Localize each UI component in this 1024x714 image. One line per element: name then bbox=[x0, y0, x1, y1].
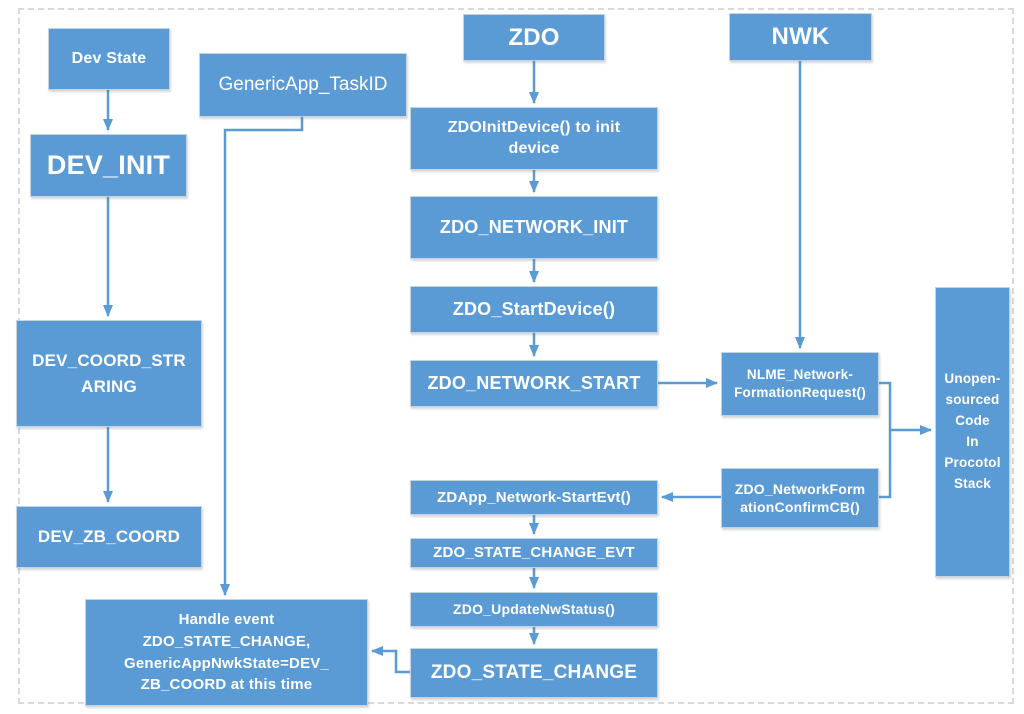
node-unopen-sourced-code: Unopen- sourced Code In Procotol Stack bbox=[935, 287, 1010, 577]
node-dev-init: DEV_INIT bbox=[30, 134, 187, 197]
node-zdo-state-change: ZDO_STATE_CHANGE bbox=[410, 648, 658, 698]
node-zdo-network-start: ZDO_NETWORK_START bbox=[410, 360, 658, 407]
arrow-generic-task-to-handle-event bbox=[220, 117, 304, 596]
arrow-state-change-to-handle-event bbox=[371, 646, 410, 674]
node-dev-state: Dev State bbox=[48, 28, 170, 90]
connector-nlme-confirm-junction bbox=[879, 381, 892, 499]
node-zdo-start-device: ZDO_StartDevice() bbox=[410, 286, 658, 333]
node-zdapp-network-start-evt: ZDApp_Network-StartEvt() bbox=[410, 480, 658, 515]
node-dev-zb-coord: DEV_ZB_COORD bbox=[16, 506, 202, 568]
node-nwk: NWK bbox=[729, 13, 872, 61]
node-handle-event: Handle event ZDO_STATE_CHANGE, GenericAp… bbox=[85, 599, 368, 706]
node-zdo-network-formation-confirm: ZDO_NetworkForm ationConfirmCB() bbox=[721, 468, 879, 528]
node-zdo-network-init: ZDO_NETWORK_INIT bbox=[410, 196, 658, 259]
node-zdo-state-change-evt: ZDO_STATE_CHANGE_EVT bbox=[410, 538, 658, 568]
node-zdo-init-device: ZDOInitDevice() to init device bbox=[410, 107, 658, 170]
node-dev-coord-straring: DEV_COORD_STR ARING bbox=[16, 320, 202, 427]
node-zdo: ZDO bbox=[463, 14, 605, 61]
node-zdo-update-nw-status: ZDO_UpdateNwStatus() bbox=[410, 592, 658, 627]
node-generic-app-task-id: GenericApp_TaskID bbox=[199, 53, 407, 117]
node-nlme-network-formation-request: NLME_Network- FormationRequest() bbox=[721, 352, 879, 416]
